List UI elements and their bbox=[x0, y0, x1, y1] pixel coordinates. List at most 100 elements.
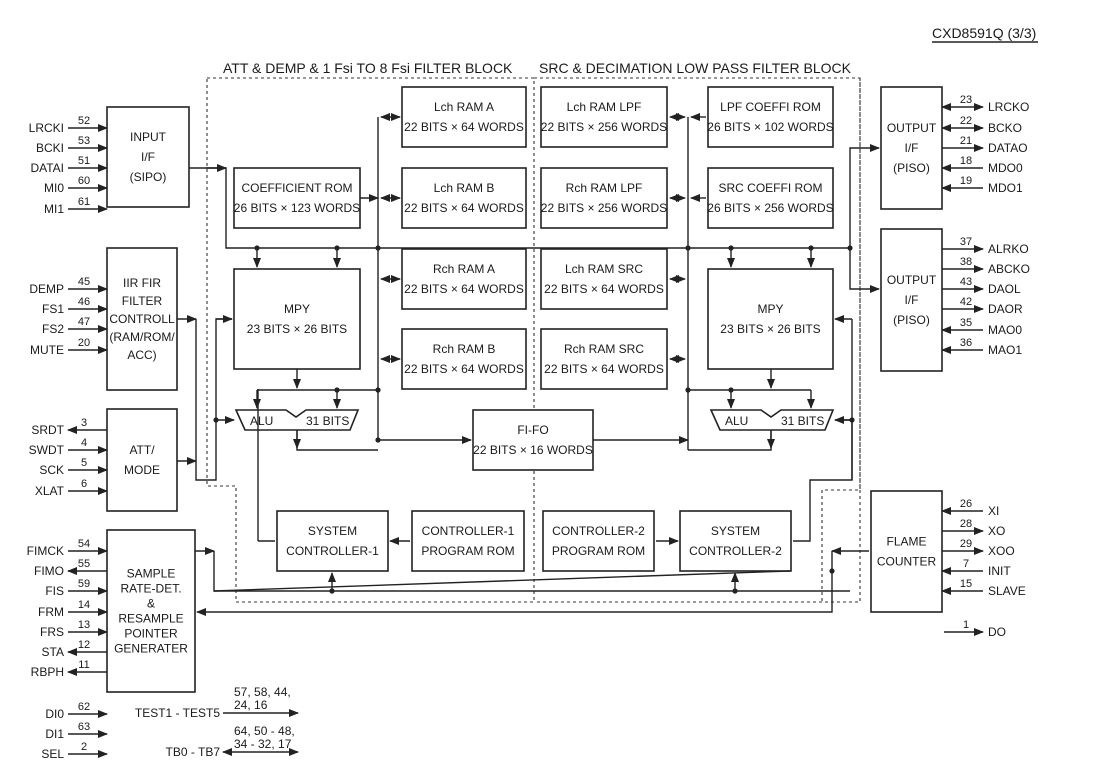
output-if2-input bbox=[849, 248, 880, 293]
pin-name: FS2 bbox=[42, 322, 64, 336]
junction-dot bbox=[685, 245, 691, 251]
pin-number: 46 bbox=[78, 296, 90, 308]
rch-ram-b-block: Rch RAM B22 BITS × 64 WORDS bbox=[401, 328, 527, 390]
output-if1-label: (PISO) bbox=[893, 161, 930, 175]
iir-fir-label: IIR FIR bbox=[123, 276, 161, 290]
iir-fir-box bbox=[106, 247, 178, 391]
lpf-coeff-rom-label: 26 BITS × 102 WORDS bbox=[707, 120, 833, 134]
mpy1-label: MPY bbox=[284, 302, 310, 316]
pin-name: BCKI bbox=[36, 141, 64, 155]
sys-ctrl2-box bbox=[679, 510, 792, 572]
mpy1-box bbox=[233, 268, 361, 370]
iir-fir-label: (RAM/ROM/ bbox=[109, 330, 175, 344]
src-coeff-rom-box bbox=[707, 167, 834, 229]
pin-bcki: BCKI 53 bbox=[36, 135, 108, 155]
sys-ctrl2-label: SYSTEM bbox=[711, 524, 760, 538]
pin-number: 23 bbox=[960, 94, 972, 106]
output-if2-box bbox=[880, 228, 943, 372]
fifo-label: 22 BITS × 16 WORDS bbox=[473, 443, 593, 457]
pin-name: BCKO bbox=[988, 121, 1022, 135]
pin-name: SLAVE bbox=[988, 584, 1026, 598]
sample-rate-label: RATE-DET. bbox=[120, 582, 181, 596]
filter1-region-title: ATT & DEMP & 1 Fsi TO 8 Fsi FILTER BLOCK bbox=[223, 60, 513, 76]
output-if2-label: I/F bbox=[905, 293, 919, 307]
pin-bcko: BCKO 22 bbox=[941, 115, 1022, 135]
pin-number: 61 bbox=[78, 196, 90, 208]
lch-ram-lpf-label: 22 BITS × 256 WORDS bbox=[541, 120, 667, 134]
pin-number: 1 bbox=[963, 619, 969, 631]
pin-do: DO 1 bbox=[944, 619, 1006, 639]
pin-lrcko: LRCKO 23 bbox=[941, 94, 1029, 114]
tb-numbers: 64, 50 - 48, bbox=[234, 724, 295, 738]
lch-ram-src-box bbox=[540, 248, 668, 310]
pin-lrcki: LRCKI 52 bbox=[29, 115, 108, 135]
pin-alrko: ALRKO 37 bbox=[942, 236, 1029, 256]
ctrl1-rom-label: PROGRAM ROM bbox=[421, 544, 514, 558]
lch-ram-a-label: Lch RAM A bbox=[434, 100, 494, 114]
filter2-region-title: SRC & DECIMATION LOW PASS FILTER BLOCK bbox=[539, 60, 852, 76]
src-coeff-rom-label: 26 BITS × 256 WORDS bbox=[707, 201, 833, 215]
pin-name: ALRKO bbox=[988, 242, 1029, 256]
pin-number: 22 bbox=[960, 115, 972, 127]
input-if-box bbox=[106, 106, 190, 208]
att-mode-label: MODE bbox=[124, 463, 160, 477]
lch-ram-b-block: Lch RAM B22 BITS × 64 WORDS bbox=[401, 167, 527, 229]
sys-ctrl2-label: CONTROLLER-2 bbox=[689, 544, 782, 558]
pin-name: SWDT bbox=[29, 443, 65, 457]
pin-name: LRCKI bbox=[29, 121, 64, 135]
mpy2-box bbox=[707, 268, 834, 370]
pin-number: 4 bbox=[81, 437, 87, 449]
alu2-shape bbox=[709, 409, 835, 431]
lch-ram-b-label: 22 BITS × 64 WORDS bbox=[404, 201, 524, 215]
sys-ctrl1-box bbox=[276, 510, 389, 572]
pin-number: 3 bbox=[81, 417, 87, 429]
pin-name: DO bbox=[988, 625, 1006, 639]
ctrl2-rom-box bbox=[542, 510, 655, 572]
pin-name: XLAT bbox=[35, 484, 65, 498]
alu-bits-label: 31 BITS bbox=[781, 414, 824, 428]
pin-number: 36 bbox=[960, 337, 972, 349]
rch-ram-src-label: 22 BITS × 64 WORDS bbox=[544, 362, 664, 376]
mpy2-label: MPY bbox=[757, 302, 783, 316]
ctrl2-rom-label: CONTROLLER-2 bbox=[552, 524, 645, 538]
pin-number: 7 bbox=[963, 558, 969, 570]
output-if2-label: (PISO) bbox=[893, 313, 930, 327]
pin-number: 37 bbox=[960, 236, 972, 248]
pin-number: 12 bbox=[78, 639, 90, 651]
pin-name: FIMO bbox=[34, 564, 64, 578]
pin-number: 2 bbox=[81, 741, 87, 753]
ctrl1-rom-box bbox=[411, 510, 525, 572]
rch-ram-a-label: 22 BITS × 64 WORDS bbox=[404, 282, 524, 296]
pin-name: LRCKO bbox=[988, 100, 1029, 114]
alu-bits-label: 31 BITS bbox=[306, 414, 349, 428]
pin-number: 54 bbox=[78, 538, 90, 550]
pin-name: XI bbox=[988, 504, 999, 518]
pin-name: DI0 bbox=[45, 707, 64, 721]
att-mode-block: ATT/MODE bbox=[106, 408, 178, 512]
rch-ram-b-label: 22 BITS × 64 WORDS bbox=[404, 362, 524, 376]
flame-counter-box bbox=[870, 490, 943, 613]
pin-number: 52 bbox=[78, 115, 90, 127]
pin-number: 21 bbox=[960, 135, 972, 147]
sample-rate-label: & bbox=[147, 597, 155, 611]
pin-number: 53 bbox=[78, 135, 90, 147]
alu2-output bbox=[688, 430, 772, 451]
